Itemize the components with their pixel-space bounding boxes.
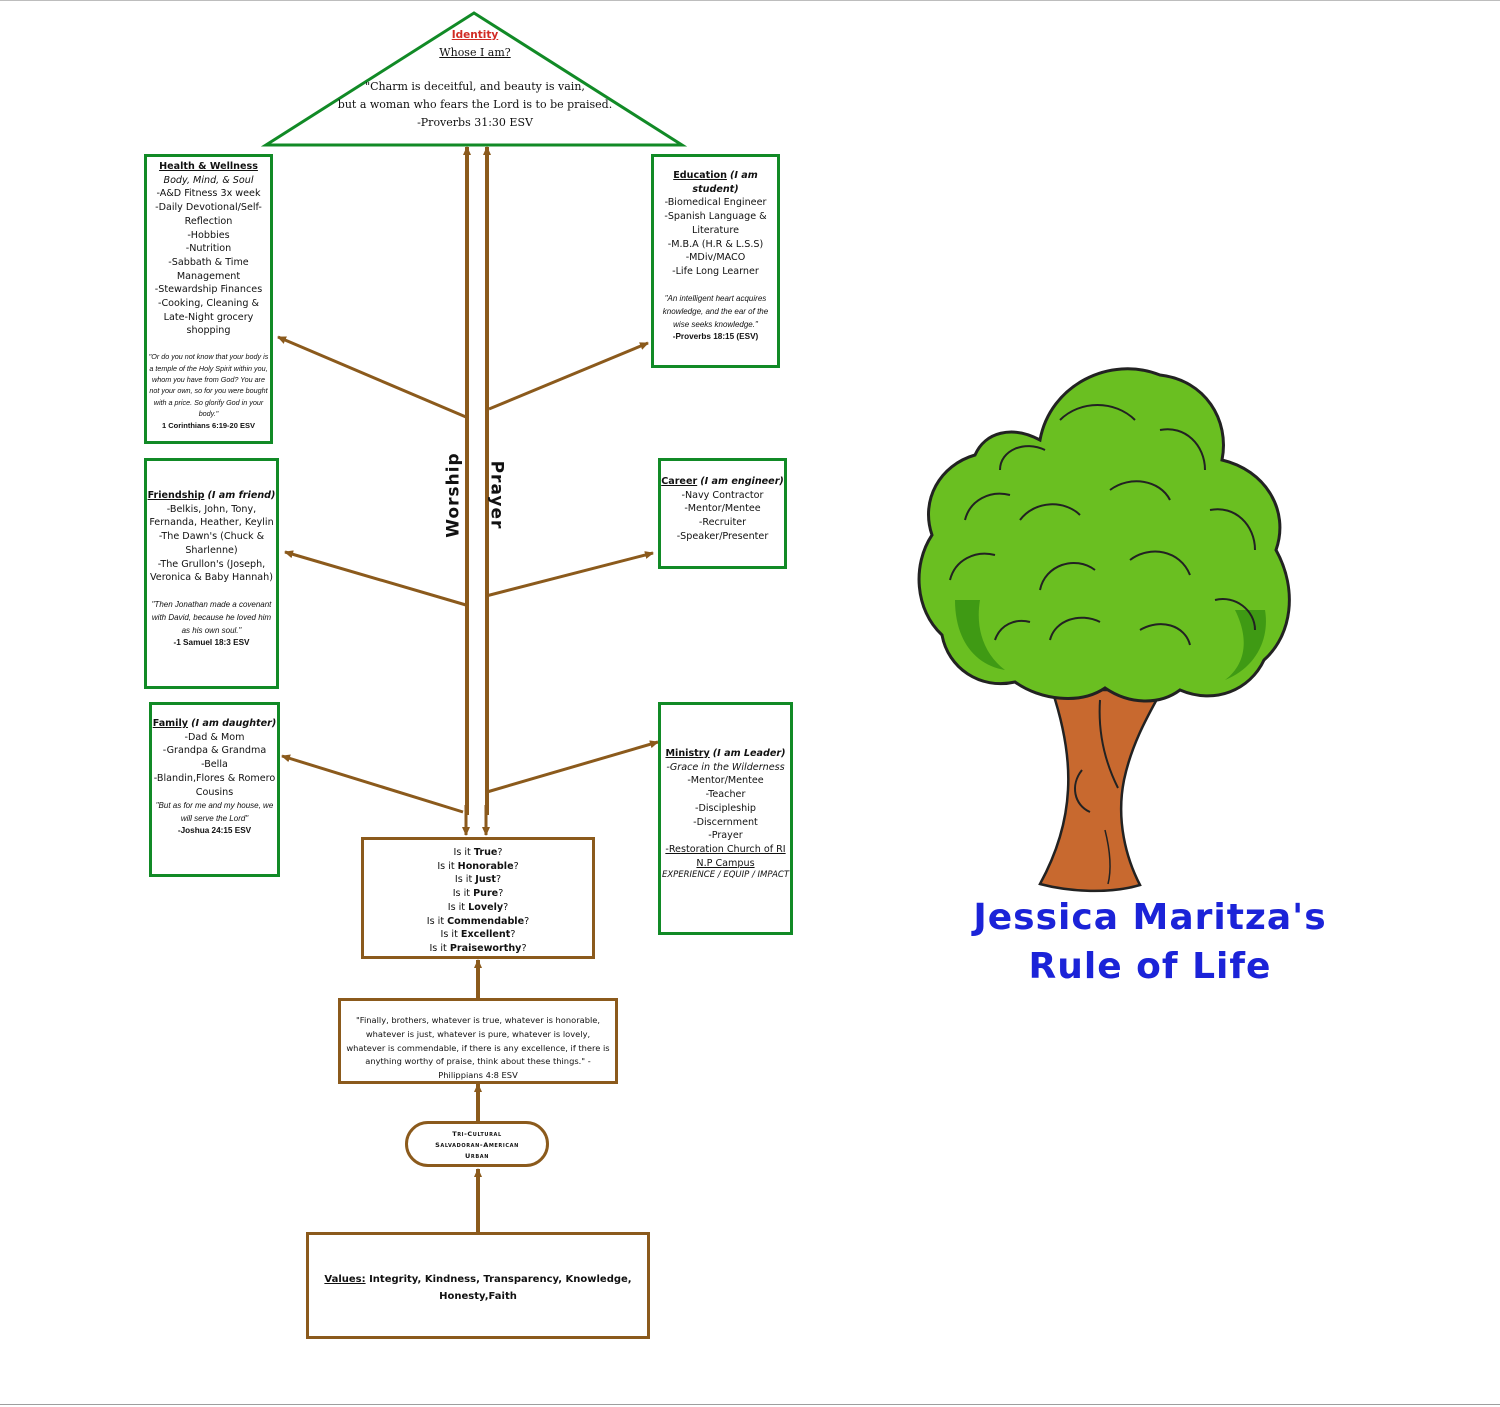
education-item: -Life Long Learner bbox=[672, 265, 759, 277]
prayer-label: Prayer bbox=[486, 460, 507, 530]
health-item: -A&D Fitness 3x week bbox=[156, 188, 261, 200]
family-item: -Dad & Mom bbox=[184, 731, 245, 743]
branch-family bbox=[281, 754, 464, 814]
family-role: (I am daughter) bbox=[191, 718, 277, 729]
friendship-item: -The Dawn's (Chuck & Sharlenne) bbox=[158, 531, 265, 556]
tree-illustration bbox=[917, 367, 1291, 893]
family-reference: -Joshua 24:15 ESV bbox=[177, 826, 252, 836]
ministry-item: -Prayer bbox=[708, 830, 743, 842]
family-item: -Blandin,Flores & Romero Cousins bbox=[153, 772, 276, 798]
ministry-subtitle: -Grace in the Wilderness bbox=[666, 761, 785, 773]
friendship-item: -Belkis, John, Tony, Fernanda, Heather, … bbox=[149, 503, 274, 529]
page-title-line1: Jessica Maritza's bbox=[973, 897, 1327, 938]
tree-canopy bbox=[917, 367, 1291, 703]
family-item: -Grandpa & Grandma bbox=[162, 745, 267, 757]
education-item: -Spanish Language & Literature bbox=[664, 211, 767, 236]
question-item: Is it True? bbox=[453, 847, 503, 858]
ministry-title: Ministry bbox=[665, 748, 710, 759]
values-box: Values: Integrity, Kindness, Transparenc… bbox=[306, 1232, 650, 1339]
culture-title: Tri-Cultural bbox=[452, 1130, 502, 1138]
health-box: Health & Wellness Body, Mind, & Soul -A&… bbox=[144, 154, 273, 444]
health-item: -Hobbies bbox=[187, 229, 230, 241]
worship-label: Worship bbox=[443, 452, 464, 538]
health-item: -Stewardship Finances bbox=[154, 284, 263, 296]
philippians-box: "Finally, brothers, whatever is true, wh… bbox=[338, 998, 618, 1084]
health-item: -Nutrition bbox=[185, 243, 232, 255]
identity-subtitle: Whose I am? bbox=[439, 46, 511, 59]
ministry-item: -Mentor/Mentee bbox=[687, 775, 764, 787]
identity-quote-line1: "Charm is deceitful, and beauty is vain, bbox=[365, 80, 585, 93]
question-item: Is it Honorable? bbox=[437, 860, 519, 872]
branch-career bbox=[485, 551, 654, 598]
tree-trunk bbox=[1038, 688, 1165, 893]
culture-line2: Salvadoran-American bbox=[435, 1141, 519, 1149]
health-title: Health & Wellness bbox=[159, 161, 258, 172]
friendship-box: Friendship (I am friend) -Belkis, John, … bbox=[144, 458, 279, 689]
education-quote: "An intelligent heart acquires knowledge… bbox=[662, 293, 769, 329]
career-box: Career (I am engineer) -Navy Contractor … bbox=[658, 458, 787, 569]
top-rule bbox=[0, 0, 1500, 1]
career-item: -Navy Contractor bbox=[681, 489, 764, 501]
health-quote: "Or do you not know that your body is a … bbox=[148, 352, 269, 419]
question-item: Is it Just? bbox=[454, 874, 502, 886]
question-item: Is it Praiseworthy? bbox=[429, 942, 527, 954]
identity-quote-line2: but a woman who fears the Lord is to be … bbox=[337, 98, 613, 111]
education-item: -MDiv/MACO bbox=[685, 252, 746, 264]
identity-text: Identity Whose I am? "Charm is deceitful… bbox=[300, 26, 650, 132]
education-item: -M.B.A (H.R & L.S.S) bbox=[667, 238, 764, 250]
question-item: Is it Lovely? bbox=[447, 901, 509, 913]
ministry-motto: EXPERIENCE / EQUIP / IMPACT bbox=[661, 870, 790, 881]
ministry-box: Ministry (I am Leader) -Grace in the Wil… bbox=[658, 702, 793, 935]
health-subtitle: Body, Mind, & Soul bbox=[163, 174, 254, 186]
family-item: -Bella bbox=[201, 759, 228, 771]
education-box: Education (I am student) -Biomedical Eng… bbox=[651, 154, 780, 368]
ministry-item: -Discipleship bbox=[695, 802, 756, 814]
ministry-item: -Discernment bbox=[693, 816, 758, 828]
health-reference: 1 Corinthians 6:19-20 ESV bbox=[162, 420, 255, 430]
education-title: Education bbox=[673, 170, 727, 181]
branch-health bbox=[277, 335, 467, 419]
family-quote: "But as for me and my house, we will ser… bbox=[155, 801, 274, 824]
career-item: -Speaker/Presenter bbox=[676, 530, 769, 542]
career-title: Career bbox=[661, 476, 698, 487]
health-item: -Cooking, Cleaning & Late-Night grocery … bbox=[158, 298, 259, 337]
identity-triangle bbox=[260, 11, 688, 147]
education-reference: -Proverbs 18:15 (ESV) bbox=[672, 331, 759, 341]
culture-line3: Urban bbox=[465, 1152, 489, 1160]
branch-education bbox=[488, 341, 649, 411]
career-role: (I am engineer) bbox=[700, 476, 784, 487]
ministry-church: -Restoration Church of RI N.P Campus bbox=[665, 843, 786, 869]
branch-friendship bbox=[284, 550, 467, 607]
question-item: Is it Pure? bbox=[452, 888, 504, 900]
question-item: Is it Excellent? bbox=[440, 929, 516, 941]
health-item: -Sabbath & Time Management bbox=[168, 256, 249, 282]
family-title: Family bbox=[152, 718, 189, 729]
page-title: Jessica Maritza's Rule of Life bbox=[950, 893, 1350, 991]
friendship-quote: "Then Jonathan made a covenant with Davi… bbox=[151, 599, 272, 635]
values-label: Values: bbox=[324, 1274, 366, 1285]
career-item: -Recruiter bbox=[698, 517, 747, 529]
identity-reference: -Proverbs 31:30 ESV bbox=[417, 116, 533, 129]
identity-title: Identity bbox=[451, 29, 499, 41]
ministry-item: -Teacher bbox=[705, 789, 746, 801]
culture-pill: Tri-Cultural Salvadoran-American Urban bbox=[405, 1121, 549, 1167]
ministry-role: (I am Leader) bbox=[712, 748, 786, 759]
questions-box: Is it True? Is it Honorable? Is it Just?… bbox=[361, 837, 595, 959]
friendship-role: (I am friend) bbox=[207, 490, 276, 501]
education-item: -Biomedical Engineer bbox=[664, 197, 767, 209]
family-box: Family (I am daughter) -Dad & Mom -Grand… bbox=[149, 702, 280, 877]
bottom-rule bbox=[0, 1404, 1500, 1405]
values-text: Integrity, Kindness, Transparency, Knowl… bbox=[365, 1274, 632, 1302]
education-role: (I am student) bbox=[692, 170, 758, 195]
health-item: -Daily Devotional/Self-Reflection bbox=[155, 202, 262, 227]
branch-ministry bbox=[486, 740, 659, 794]
question-item: Is it Commendable? bbox=[426, 915, 530, 927]
career-item: -Mentor/Mentee bbox=[684, 503, 761, 515]
friendship-item: -The Grullon's (Joseph, Veronica & Baby … bbox=[149, 558, 274, 584]
friendship-title: Friendship bbox=[147, 490, 205, 501]
friendship-reference: -1 Samuel 18:3 ESV bbox=[173, 637, 250, 647]
philippians-text: "Finally, brothers, whatever is true, wh… bbox=[346, 1015, 610, 1081]
page-title-line2: Rule of Life bbox=[1028, 946, 1272, 987]
